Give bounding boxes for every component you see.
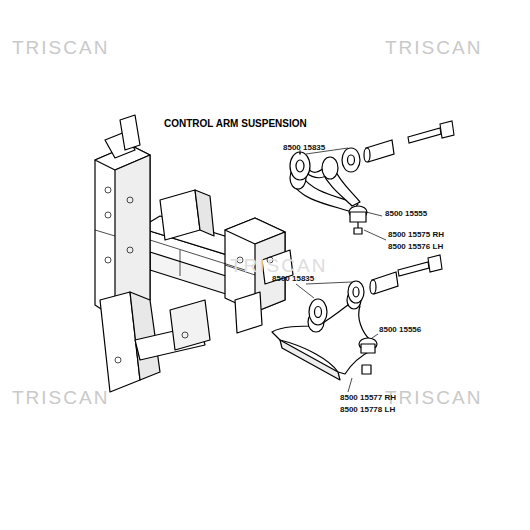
part-number: 8500 15555 <box>385 210 427 219</box>
lower-control-arm <box>272 291 377 380</box>
part-number: 8500 15577 RH <box>340 394 396 403</box>
watermark: TRISCAN <box>385 38 482 59</box>
part-number: 8500 15575 RH <box>388 231 444 240</box>
part-number: 8500 15556 <box>379 326 421 335</box>
watermark: TRISCAN <box>12 38 109 59</box>
lower-bolt <box>398 255 442 276</box>
watermark: TRISCAN <box>230 256 327 277</box>
upper-bolt <box>408 121 454 143</box>
part-number: 8500 15778 LH <box>340 406 395 415</box>
diagram-title: CONTROL ARM SUSPENSION <box>164 118 307 129</box>
part-number: 8500 15835 <box>283 144 325 153</box>
part-number: 8500 15576 LH <box>388 243 443 252</box>
subframe <box>95 115 293 392</box>
part-number: 8500 15835 <box>272 275 314 284</box>
watermark: TRISCAN <box>385 388 482 409</box>
watermark: TRISCAN <box>12 388 109 409</box>
lower-bushings <box>309 272 398 325</box>
